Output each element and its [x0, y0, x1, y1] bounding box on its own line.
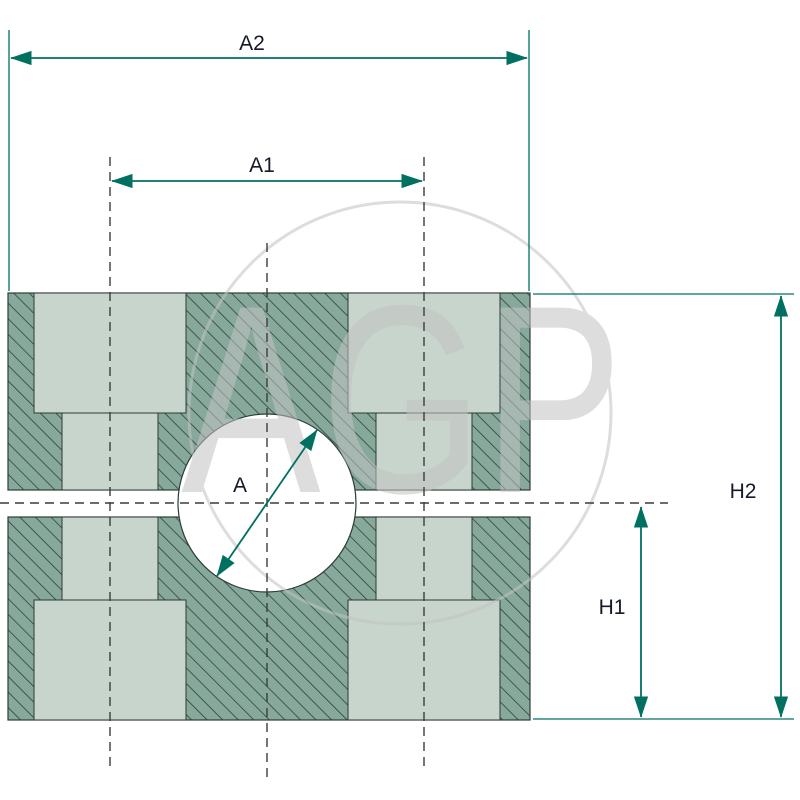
centerlines [0, 157, 668, 777]
lower-left-bolt-hole [61, 516, 159, 601]
label-h2: H2 [730, 480, 757, 503]
dimension-a-diagonal-line [216, 429, 318, 577]
dimension-labels: A2 A1 A H1 H2 [233, 32, 756, 619]
dimension-lines [10, 50, 789, 718]
label-a1: A1 [249, 154, 275, 177]
label-h1: H1 [599, 596, 626, 619]
label-a: A [233, 474, 247, 497]
extension-lines [8, 30, 794, 720]
label-a2: A2 [239, 32, 265, 55]
watermark-circle [187, 200, 613, 626]
